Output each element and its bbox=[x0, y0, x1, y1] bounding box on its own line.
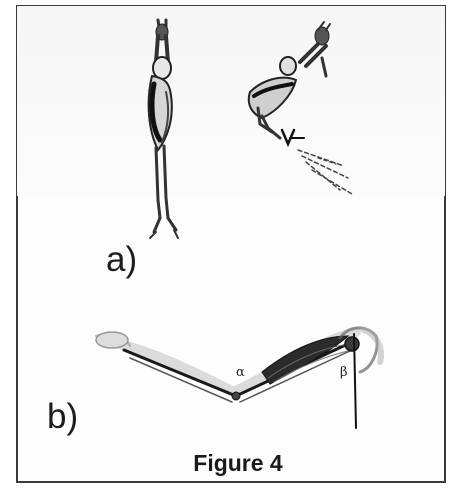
angle-alpha-label: α bbox=[236, 365, 245, 380]
hanging-gymnast-figure bbox=[149, 20, 178, 238]
swinging-gymnast-figure bbox=[249, 22, 352, 194]
figure-caption: Figure 4 bbox=[163, 450, 313, 477]
panel-a-label: a) bbox=[106, 240, 137, 280]
angle-beta-label: β bbox=[340, 365, 348, 380]
panel-b-label: b) bbox=[47, 397, 78, 437]
